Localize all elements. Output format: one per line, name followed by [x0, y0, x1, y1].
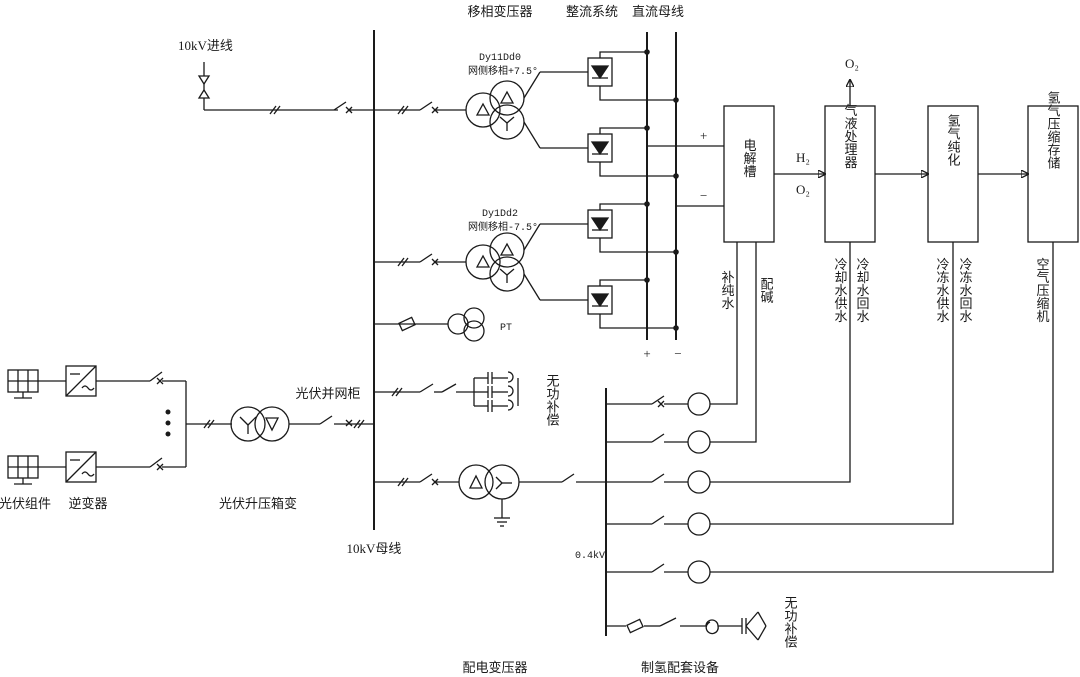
chilled-water-return-label: 冷冻水回水: [958, 258, 973, 323]
air-compressor-label: 空气压缩机: [1035, 258, 1050, 324]
pv-module-label: 光伏组件: [0, 496, 51, 511]
cooling-water-supply-label: 冷却水供水: [833, 258, 848, 323]
h2-compression-storage-label: 氢气压缩存储: [1046, 91, 1061, 169]
dc-plus-label: +: [643, 346, 650, 361]
motor-feeders: [606, 242, 1054, 584]
rectifier-system-header: 整流系统: [566, 4, 618, 19]
motor-icon: [687, 512, 711, 536]
hv-reactive-compensation-label: 无功补偿: [545, 374, 560, 426]
dc-bus-lines: + − + −: [643, 32, 724, 361]
phase-shift-transformer-header: 移相变压器: [467, 4, 532, 19]
pv-boost-transformer-icon: [230, 406, 266, 442]
lv-reactive-compensation-label: 无功补偿: [783, 596, 798, 648]
distribution-transformer-icon: [458, 464, 494, 500]
t1-phase-shift: 网侧移相+7.5°: [468, 64, 538, 78]
electrolyzer-plus-label: +: [700, 128, 707, 143]
motor-icon: [687, 430, 711, 454]
pt-label: PT: [500, 323, 512, 334]
phase-shift-transformer-1: Dy11Dd0 网侧移相+7.5°: [465, 52, 588, 149]
bus-10kv-label: 10kV母线: [347, 541, 402, 556]
motor-icon: [687, 560, 711, 584]
bus-04kv-label: 0.4kV: [575, 550, 605, 562]
rectifier-transformer-feeder-1: [374, 101, 466, 115]
incoming-10kv-label: 10kV进线: [178, 38, 233, 53]
dc-minus-label: −: [674, 346, 681, 361]
chilled-water-supply-label: 冷冻水供水: [935, 258, 950, 323]
h2-purification-block: 氢气纯化: [927, 105, 979, 243]
motor-icon: [687, 470, 711, 494]
electrolyzer-minus-label: −: [700, 188, 707, 203]
pv-system: [7, 365, 374, 485]
rectifier-transformer-feeder-2: [374, 253, 466, 267]
incoming-10kv-feeder: 10kV进线: [178, 38, 374, 115]
h2-purification-label: 氢气纯化: [946, 114, 961, 167]
h2-compression-storage-block: 氢气压缩存储: [1027, 91, 1079, 243]
t2-vector-group: Dy1Dd2: [482, 208, 518, 220]
lv-reactive-compensation: 无功补偿: [606, 596, 798, 648]
hv-reactive-compensation: 无功补偿: [374, 371, 560, 426]
cooling-water-return-label: 冷却水回水: [855, 258, 870, 323]
distribution-transformer-feeder: [374, 464, 606, 527]
electrolyzer-label: 电解槽: [742, 139, 757, 179]
h2-auxiliary-equipment-label: 制氢配套设备: [641, 660, 719, 675]
pv-grid-cabinet-label: 光伏并网柜: [295, 386, 360, 401]
gas-liquid-processor-block: 气液处理器: [824, 103, 876, 243]
distribution-transformer-label: 配电变压器: [462, 660, 527, 675]
pt-feeder: PT: [374, 307, 512, 342]
gas-liquid-processor-label: 气液处理器: [843, 103, 858, 170]
motor-icon: [687, 392, 711, 416]
t1-vector-group: Dy11Dd0: [479, 52, 521, 64]
dc-bus-header: 直流母线: [632, 4, 684, 19]
t2-phase-shift: 网侧移相-7.5°: [468, 220, 538, 234]
inverter-label: 逆变器: [68, 496, 107, 511]
alkali-mixing-label: 配碱: [759, 277, 774, 303]
o2-flow-label: O₂: [796, 182, 810, 197]
o2-vent-label: O₂: [845, 56, 859, 71]
h2-flow-label: H₂: [796, 150, 810, 165]
pure-water-makeup-label: 补纯水: [720, 271, 735, 310]
pv-boost-transformer-label: 光伏升压箱变: [219, 496, 297, 511]
rectifier-units: [587, 49, 679, 331]
phase-shift-transformer-2: Dy1Dd2 网侧移相-7.5°: [465, 208, 588, 301]
electrolyzer-block: 电解槽: [723, 105, 775, 243]
